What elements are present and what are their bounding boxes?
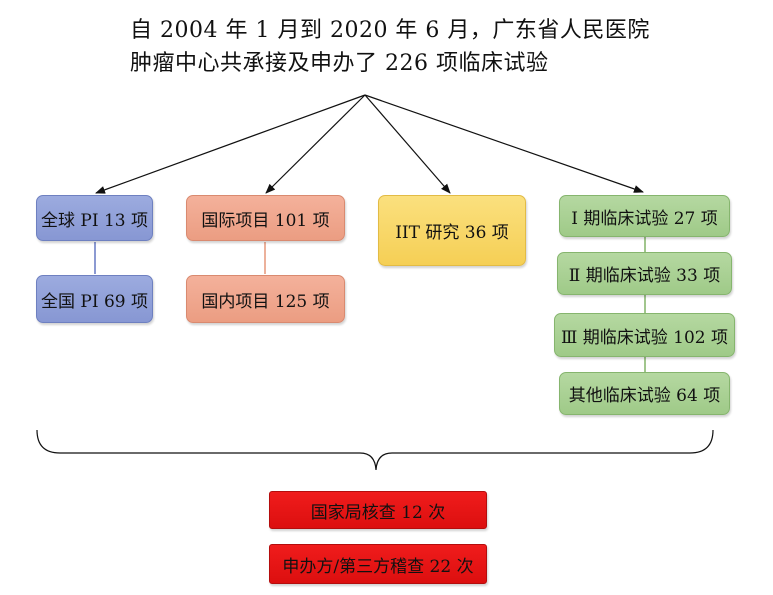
box-other-trials: 其他临床试验 64 项 [559, 372, 730, 415]
box-label: 全国 PI 69 项 [41, 291, 148, 312]
box-phase-2: Ⅱ 期临床试验 33 项 [557, 252, 732, 295]
title-line-2: 肿瘤中心共承接及申办了 226 项临床试验 [130, 51, 549, 76]
arrow-to-pi [95, 94, 366, 194]
box-sponsor-audit: 申办方/第三方稽查 22 次 [269, 544, 487, 584]
arrow-to-iit [364, 94, 451, 194]
box-label: 全球 PI 13 项 [41, 210, 148, 231]
box-iit-studies: IIT 研究 36 项 [378, 195, 526, 266]
box-label: Ⅲ 期临床试验 102 项 [560, 327, 729, 348]
box-label: 申办方/第三方稽查 22 次 [282, 556, 474, 577]
arrow-to-projects [265, 94, 366, 194]
summary-brace [36, 429, 714, 471]
box-global-pi: 全球 PI 13 项 [36, 195, 153, 241]
diagram-title: 自 2004 年 1 月到 2020 年 6 月，广东省人民医院 肿瘤中心共承接… [130, 14, 690, 80]
box-international-projects: 国际项目 101 项 [186, 195, 345, 241]
box-label: 其他临床试验 64 项 [568, 386, 721, 406]
box-label: 国内项目 125 项 [201, 291, 330, 312]
box-nmpa-inspection: 国家局核查 12 次 [269, 491, 487, 529]
box-phase-1: Ⅰ 期临床试验 27 项 [559, 195, 730, 237]
box-phase-3: Ⅲ 期临床试验 102 项 [554, 313, 735, 357]
arrow-to-phases [364, 94, 644, 193]
box-label: 国家局核查 12 次 [310, 502, 446, 523]
box-label: Ⅰ 期临床试验 27 项 [571, 208, 718, 229]
box-label: Ⅱ 期临床试验 33 项 [568, 266, 721, 286]
box-national-pi: 全国 PI 69 项 [36, 275, 153, 323]
title-line-1: 自 2004 年 1 月到 2020 年 6 月，广东省人民医院 [130, 18, 650, 43]
box-domestic-projects: 国内项目 125 项 [186, 275, 345, 323]
box-label: IIT 研究 36 项 [395, 223, 509, 243]
box-label: 国际项目 101 项 [201, 210, 330, 231]
